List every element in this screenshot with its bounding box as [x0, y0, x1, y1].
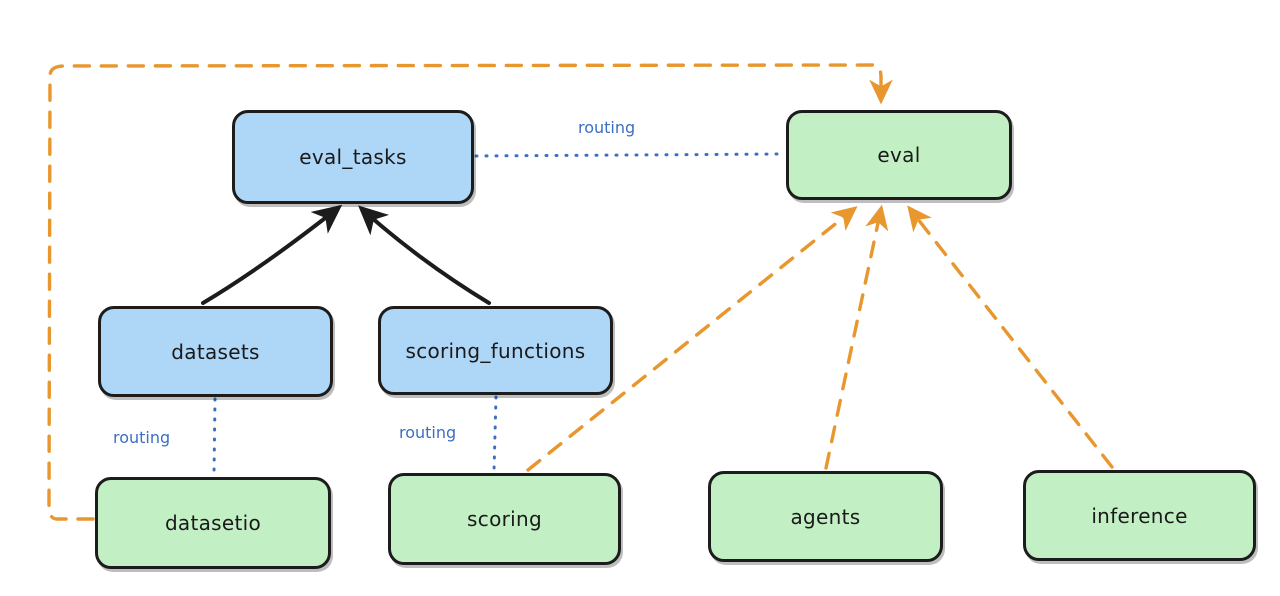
- edge-dep-agents-eval: [824, 204, 889, 470]
- edge-datasets-eval-tasks: [201, 204, 343, 305]
- edge-label-routing-datasetio: routing: [110, 428, 174, 447]
- node-scoring-functions[interactable]: scoring_functions: [378, 306, 613, 395]
- node-label-agents: agents: [790, 504, 861, 529]
- node-datasets[interactable]: datasets: [98, 306, 333, 397]
- edge-label-routing-scoring: routing: [396, 423, 460, 442]
- edge-dep-inference-eval: [907, 205, 1114, 469]
- node-inference[interactable]: inference: [1023, 470, 1256, 561]
- edge-routing-scoring-functions-scoring: [492, 395, 498, 473]
- node-label-datasetio: datasetio: [164, 511, 262, 535]
- edge-label-routing-eval: routing: [575, 118, 639, 137]
- edge-routing-datasets-datasetio: [212, 397, 217, 476]
- node-eval[interactable]: eval: [786, 110, 1012, 200]
- node-scoring[interactable]: scoring: [388, 473, 621, 565]
- edge-routing-eval-tasks-eval: [474, 152, 786, 158]
- node-label-scoring: scoring: [467, 507, 542, 531]
- edge-scoring-functions-eval-tasks: [358, 205, 491, 305]
- node-eval-tasks[interactable]: eval_tasks: [232, 110, 474, 204]
- node-agents[interactable]: agents: [708, 471, 943, 562]
- node-datasetio[interactable]: datasetio: [95, 477, 331, 569]
- node-label-eval-tasks: eval_tasks: [299, 145, 407, 169]
- node-label-inference: inference: [1091, 503, 1188, 528]
- node-label-eval: eval: [877, 143, 921, 167]
- node-label-datasets: datasets: [171, 339, 260, 364]
- node-label-scoring-functions: scoring_functions: [405, 338, 586, 363]
